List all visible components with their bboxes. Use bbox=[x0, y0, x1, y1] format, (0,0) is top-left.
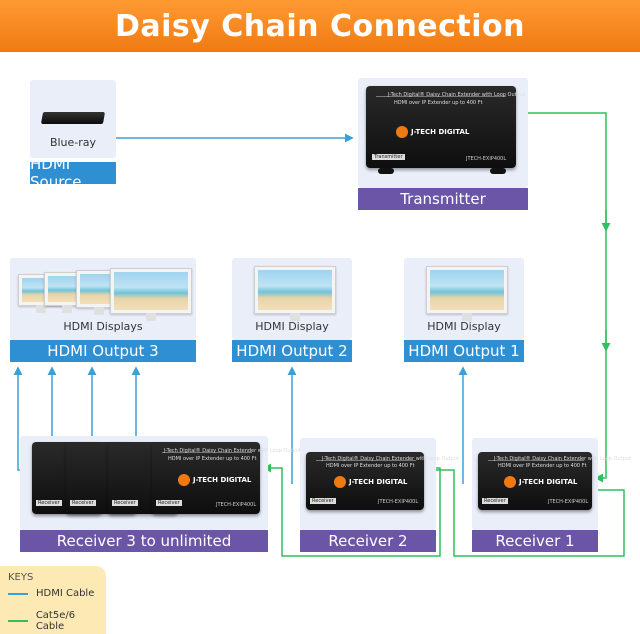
transmitter-model: JTECH-EXIP400L bbox=[466, 156, 507, 162]
keys-legend: KEYS HDMI Cable Cat5e/6 Cable bbox=[0, 566, 106, 634]
receiver-3-label: Receiver 3 to unlimited bbox=[20, 530, 268, 552]
monitor-icon bbox=[426, 266, 508, 321]
key-hdmi-cable: HDMI Cable bbox=[8, 588, 94, 599]
output2-caption: HDMI Display bbox=[255, 320, 329, 333]
hdmi-output-1-label: HDMI Output 1 bbox=[404, 340, 524, 362]
title-banner: Daisy Chain Connection bbox=[0, 0, 640, 52]
blu-ray-player-icon bbox=[40, 112, 106, 124]
transmitter-label: Transmitter bbox=[358, 188, 528, 210]
keys-title: KEYS bbox=[8, 572, 34, 583]
receiver3-device-main: J-Tech Digital® Daisy Chain Extender wit… bbox=[152, 442, 301, 514]
jtech-logo-icon bbox=[504, 476, 516, 488]
cat-cable-swatch bbox=[8, 620, 28, 622]
output3-caption: HDMI Displays bbox=[63, 320, 143, 333]
receiver-2-label: Receiver 2 bbox=[300, 530, 436, 552]
jtech-logo: J-TECH DIGITAL bbox=[396, 126, 469, 138]
jtech-logo: J-TECH DIGITAL bbox=[334, 476, 407, 488]
receiver1-device: J-Tech Digital® Daisy Chain Extender wit… bbox=[478, 452, 631, 510]
hdmi-output-2-label: HDMI Output 2 bbox=[232, 340, 352, 362]
monitor-icon bbox=[254, 266, 336, 321]
hdmi-source-label: HDMI Source bbox=[30, 155, 116, 191]
cat-cable-rx2-rx3 bbox=[262, 463, 441, 557]
key-cat-cable: Cat5e/6 Cable bbox=[8, 610, 106, 632]
transmitter-tag: Transmitter bbox=[372, 154, 405, 160]
cat-cable-tx-rx1 bbox=[510, 112, 607, 483]
hdmi-output-3-label: HDMI Output 3 bbox=[10, 340, 196, 362]
jtech-logo-icon bbox=[178, 474, 190, 486]
source-caption: Blue-ray bbox=[49, 136, 97, 149]
jtech-logo: J-TECH DIGITAL bbox=[178, 474, 251, 486]
output1-caption: HDMI Display bbox=[427, 320, 501, 333]
hdmi-cable-swatch bbox=[8, 592, 28, 595]
jtech-logo: J-TECH DIGITAL bbox=[504, 476, 577, 488]
cat-cable-rx1-rx2 bbox=[426, 465, 625, 557]
receiver2-device: J-Tech Digital® Daisy Chain Extender wit… bbox=[306, 452, 459, 510]
page-title: Daisy Chain Connection bbox=[114, 8, 526, 44]
monitor-icon bbox=[110, 268, 192, 321]
jtech-logo-icon bbox=[334, 476, 346, 488]
receiver-1-label: Receiver 1 bbox=[472, 530, 598, 552]
transmitter-device: J-Tech Digital® Daisy Chain Extender wit… bbox=[366, 86, 525, 168]
jtech-logo-icon bbox=[396, 126, 408, 138]
